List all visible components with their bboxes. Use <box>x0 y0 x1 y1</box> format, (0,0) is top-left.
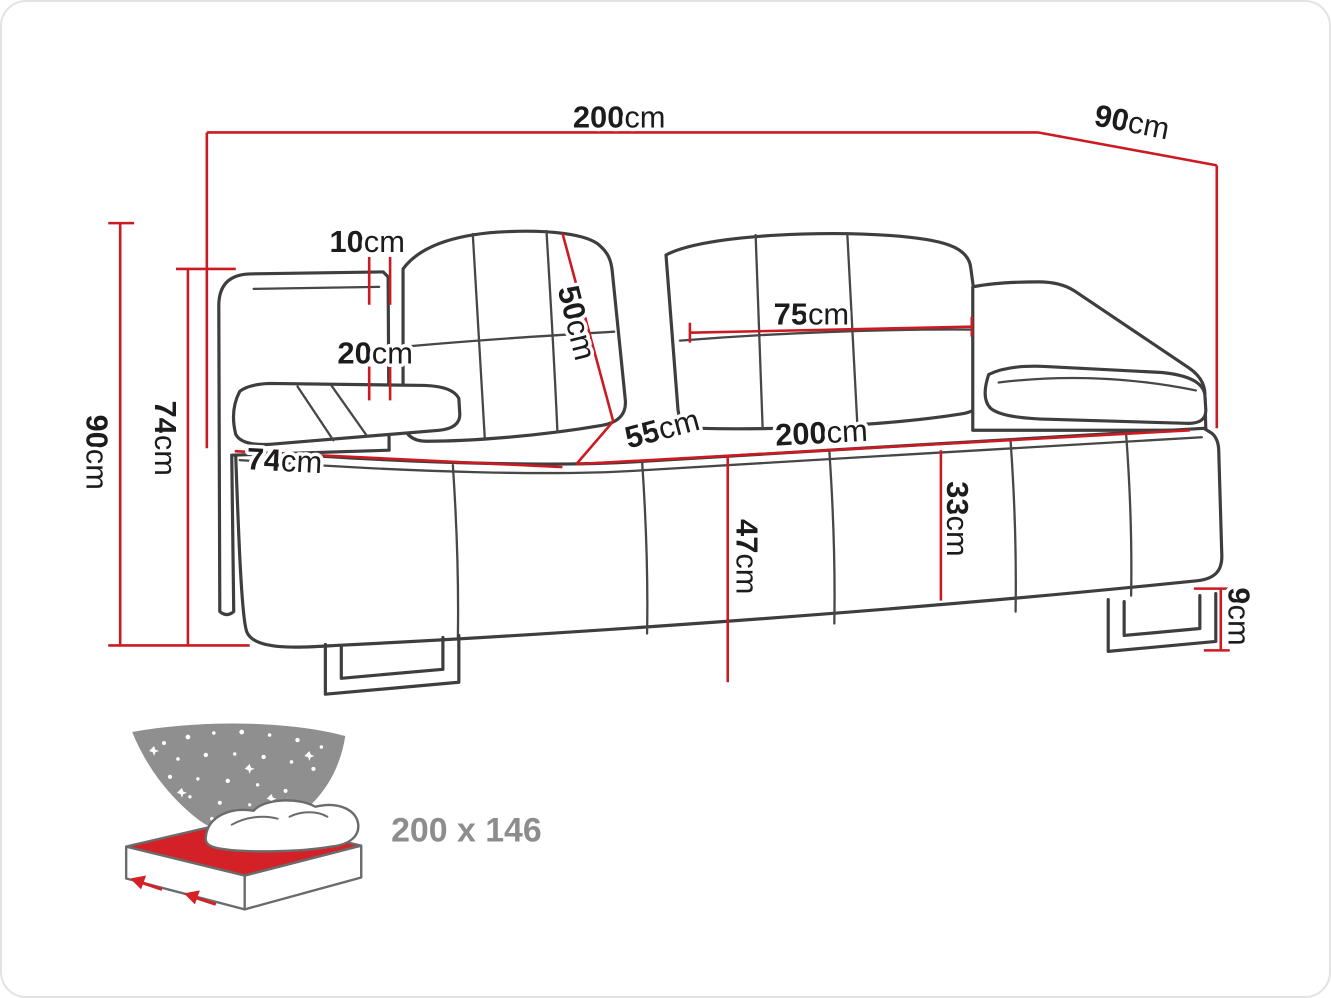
leg-right-inner <box>1122 594 1202 638</box>
backrest-right-seam-vertical-1 <box>754 233 764 429</box>
backrest-left-seam-vertical-2 <box>545 229 559 434</box>
seat-piping <box>238 436 1203 475</box>
sleeping-area-label: 200 x 146 <box>391 812 542 850</box>
star-dot <box>185 734 191 740</box>
star-sparkle <box>304 750 315 761</box>
seat-seam-5 <box>1125 433 1133 597</box>
backrest-left-seam-vertical-1 <box>471 232 486 439</box>
dim-arm-height-label: 74cm <box>149 401 184 476</box>
dim-seat-height-label: 47cm <box>730 519 765 594</box>
backrest-cushion-left <box>401 229 628 443</box>
star-sparkle <box>244 763 255 774</box>
star-dot <box>188 795 192 799</box>
star-dot <box>176 757 180 761</box>
star-dot <box>196 777 200 781</box>
star-dot <box>311 766 316 772</box>
fold-out-bed-icon <box>124 723 363 911</box>
armrest-left-pad <box>231 381 462 447</box>
backrest-right-seam-horizontal <box>678 328 986 342</box>
star-dot <box>289 760 294 764</box>
armrest-left-top-edge <box>252 285 381 290</box>
dim-back-cushion-width-label: 75cm <box>774 296 849 331</box>
star-dot <box>217 800 222 805</box>
star-dot <box>267 733 272 737</box>
dim-base-height-label: 33cm <box>940 481 975 556</box>
star-sparkle <box>149 746 160 756</box>
dim-overall-width-label: 200cm <box>573 99 666 134</box>
backrest-right-seam-vertical-2 <box>846 231 859 424</box>
dim-line-backrest-height <box>561 232 615 422</box>
dim-line-cushion-width <box>689 325 972 334</box>
seat-seam-4 <box>1009 440 1017 613</box>
star-dot <box>239 729 245 735</box>
armrest-left <box>217 270 391 617</box>
star-dot <box>225 778 230 784</box>
star-dot <box>255 783 260 787</box>
dim-overall-depth-label: 90cm <box>1092 97 1173 146</box>
leg-right-outer <box>1106 592 1218 653</box>
bed-pillow-fold-2 <box>288 811 329 818</box>
dim-seat-depth-inner-label: 55cm <box>621 402 703 455</box>
star-dot <box>162 741 167 746</box>
armrest-left-pad-hatch-2 <box>330 384 369 438</box>
leg-left-inner <box>339 635 445 680</box>
dim-arm-top-width-label: 10cm <box>329 224 404 259</box>
dim-overall-height-label: 90cm <box>80 414 115 489</box>
leg-left-outer <box>323 633 461 696</box>
dim-line-seat-depth-front <box>234 449 563 469</box>
dim-seat-width-label: 200cm <box>774 412 868 452</box>
bed-unfold-arrow-1-head <box>130 875 147 890</box>
dim-leg-height-label: 9cm <box>1222 587 1257 645</box>
armrest-left-pad-hatch-1 <box>296 385 335 442</box>
star-dot <box>283 788 288 793</box>
star-dot <box>167 774 173 779</box>
star-sparkle <box>266 793 277 804</box>
armrest-right-pad <box>983 364 1208 425</box>
star-dot <box>233 752 237 756</box>
star-dot <box>248 803 252 807</box>
dim-arm-pad-width-label: 20cm <box>337 335 412 370</box>
dimension-lines <box>108 131 1230 683</box>
star-dot <box>261 754 266 760</box>
seat-seam-2 <box>640 460 649 635</box>
star-dot <box>295 737 300 743</box>
bed-mattress-top-outline <box>125 817 362 877</box>
seat-seam-3 <box>828 450 836 625</box>
star-dot <box>203 752 209 758</box>
star-sparkle <box>176 787 187 798</box>
star-dot <box>212 731 216 735</box>
dim-seat-depth-front-label: 74cm <box>246 441 323 480</box>
dim-line-overall-depth <box>1038 131 1218 167</box>
bed-pillow-fold-1 <box>230 815 279 826</box>
star-dot <box>319 745 324 749</box>
dim-line-seat-width <box>576 428 1190 466</box>
dim-line-seat-diagonal <box>575 420 615 465</box>
bed-unfold-arrow-2-head <box>183 890 200 905</box>
seat-seam-1 <box>451 463 460 641</box>
bed-blanket-stars <box>149 729 324 821</box>
armrest-right-pad-seam <box>997 376 1198 392</box>
